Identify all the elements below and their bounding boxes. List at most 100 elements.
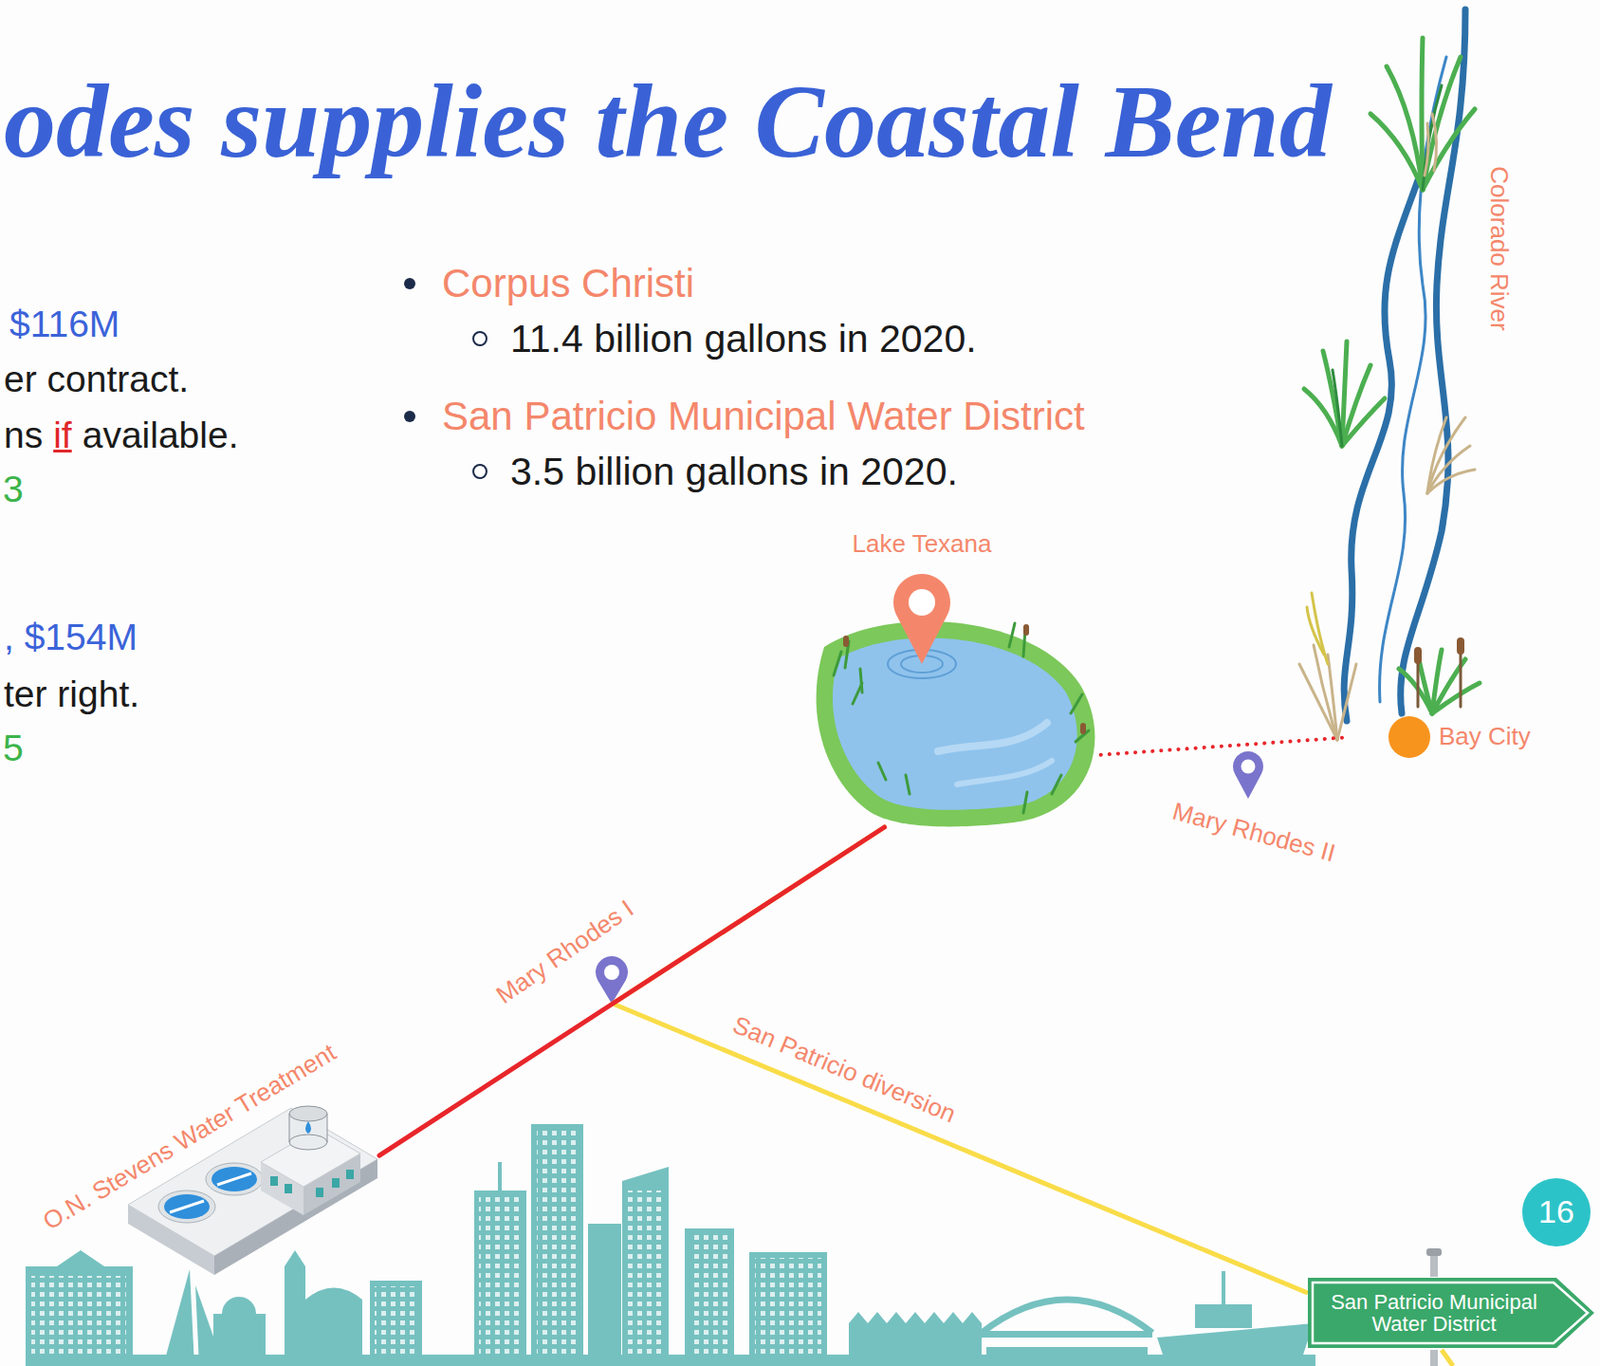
skyline <box>531 1123 584 1366</box>
plants <box>1417 644 1461 707</box>
plants <box>1422 109 1475 190</box>
lake-shape <box>956 760 1052 785</box>
map-label: $116M <box>9 303 120 347</box>
plants <box>1327 654 1338 740</box>
pipeline-pins <box>1232 751 1264 799</box>
river <box>1379 56 1447 702</box>
bullet-dots <box>473 331 487 346</box>
treatment-plant <box>346 1169 354 1179</box>
treatment-plant <box>217 1173 252 1185</box>
river <box>1400 9 1466 714</box>
sign-shape <box>1307 1277 1595 1348</box>
lake-shape <box>937 722 1048 752</box>
node-text: 16 <box>1538 1193 1575 1231</box>
lake-node: Lake Texana <box>795 608 1098 828</box>
lake-shape <box>908 588 936 616</box>
treatment-plant <box>327 1113 329 1142</box>
treatment-plant <box>289 1113 291 1142</box>
skyline <box>31 1275 127 1357</box>
plants <box>1422 56 1461 190</box>
district-sign: San Patricio Municipal Water District <box>1305 1275 1597 1350</box>
skyline <box>305 1287 363 1301</box>
skyline <box>497 1161 502 1193</box>
treatment-plant <box>289 1105 328 1122</box>
plants <box>1414 646 1422 664</box>
skyline <box>622 1166 669 1366</box>
treatment-plant <box>284 1183 293 1194</box>
plants <box>1311 592 1328 664</box>
map-label: 5 <box>2 727 24 771</box>
plants <box>1323 350 1343 446</box>
plants <box>1414 637 1465 664</box>
treatment-plant <box>315 1187 324 1197</box>
sign-post <box>1430 1253 1438 1277</box>
lake-shape <box>832 638 1078 810</box>
lake-shape <box>795 608 1098 828</box>
lake-shape <box>843 635 849 647</box>
skyline <box>626 1190 664 1361</box>
plants <box>1432 682 1480 714</box>
map-label: ns <box>3 414 43 458</box>
skyline <box>478 1196 522 1359</box>
map-label: er contract. <box>3 358 189 402</box>
map-label: , $154M <box>3 616 138 660</box>
lake-shape <box>1023 791 1028 813</box>
pipeline <box>1097 737 1343 755</box>
skyline <box>163 1268 195 1366</box>
treatment-plant <box>260 1128 361 1187</box>
skyline <box>749 1251 828 1366</box>
skyline <box>754 1257 822 1361</box>
lake-shape <box>1070 694 1083 714</box>
city-node: Bay City <box>1342 717 1546 756</box>
skyline <box>56 1250 105 1267</box>
plants <box>1299 113 1475 740</box>
river <box>1343 9 1466 721</box>
lake-shape <box>833 651 842 676</box>
lake-shape <box>843 624 1086 735</box>
lake-shape <box>1009 623 1015 647</box>
skyline <box>1221 1270 1226 1306</box>
skyline <box>25 1266 133 1366</box>
treatment-plant <box>305 1121 312 1134</box>
skyline <box>588 1223 622 1366</box>
plants <box>1421 37 1423 190</box>
lake-shape <box>1080 722 1086 735</box>
plants <box>1456 637 1465 655</box>
bullet-dots <box>404 277 487 479</box>
treatment-plant <box>331 1177 340 1188</box>
page-number: 16 <box>1522 1177 1591 1247</box>
map-label: available. <box>82 414 240 458</box>
pipeline-pins <box>604 964 620 980</box>
map-label: Colorado River <box>1484 165 1513 331</box>
plants <box>1427 469 1475 494</box>
treatment-plant <box>205 1162 263 1196</box>
map-label: San Patricio Municipal Water District <box>441 393 1086 440</box>
bullet-dots <box>404 410 416 423</box>
plants <box>1432 113 1437 171</box>
map-label: if <box>53 414 73 458</box>
treatment-plant <box>270 1169 354 1197</box>
treatment-plant <box>289 1134 328 1150</box>
plants <box>1422 85 1442 190</box>
treatment-plant <box>211 1166 258 1192</box>
plants <box>1332 369 1343 446</box>
sign-shape <box>1312 1282 1588 1343</box>
lake-shape <box>816 621 1096 827</box>
map-label: ter right. <box>3 673 140 717</box>
map-label: 3.5 billion gallons in 2020. <box>510 449 958 495</box>
pipeline-pins <box>1241 759 1256 774</box>
node-text: San Patricio Municipal Water District <box>1315 1290 1553 1335</box>
treatment-plant <box>164 1194 210 1219</box>
plants <box>1342 398 1385 446</box>
plants <box>1342 365 1371 446</box>
plants <box>1337 663 1357 740</box>
skyline <box>369 1280 423 1366</box>
map-label: Corpus Christi <box>441 260 695 307</box>
skyline <box>684 1228 735 1366</box>
skyline <box>1195 1304 1252 1328</box>
skyline <box>536 1130 578 1359</box>
skyline <box>221 1296 257 1331</box>
plant-node: O.N. Stevens Water Treatment <box>128 1100 380 1276</box>
plants <box>1424 123 1429 176</box>
